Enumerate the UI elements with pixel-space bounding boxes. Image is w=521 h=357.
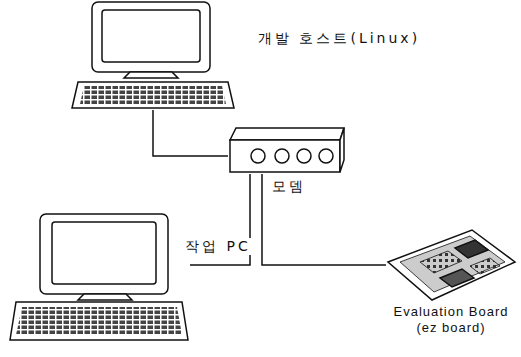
modem-node: 모뎀 (228, 126, 346, 174)
work-pc-node: 작업 PC (8, 212, 190, 342)
device-label: Evaluation Board (ez board) (385, 304, 517, 335)
device-label: 작업 PC (185, 238, 251, 255)
modem-device (230, 128, 344, 172)
host-computer-node: 개발 호스트(Linux) (72, 2, 234, 110)
network-cable (153, 110, 228, 156)
host-computer (72, 2, 234, 108)
network-cable (262, 174, 386, 265)
device-label: 개발 호스트(Linux) (258, 30, 420, 47)
evaluation-board (388, 230, 515, 300)
evaluation-board-node: Evaluation Board (ez board) (386, 228, 518, 302)
device-label: 모뎀 (272, 178, 306, 195)
work-computer (10, 214, 188, 340)
